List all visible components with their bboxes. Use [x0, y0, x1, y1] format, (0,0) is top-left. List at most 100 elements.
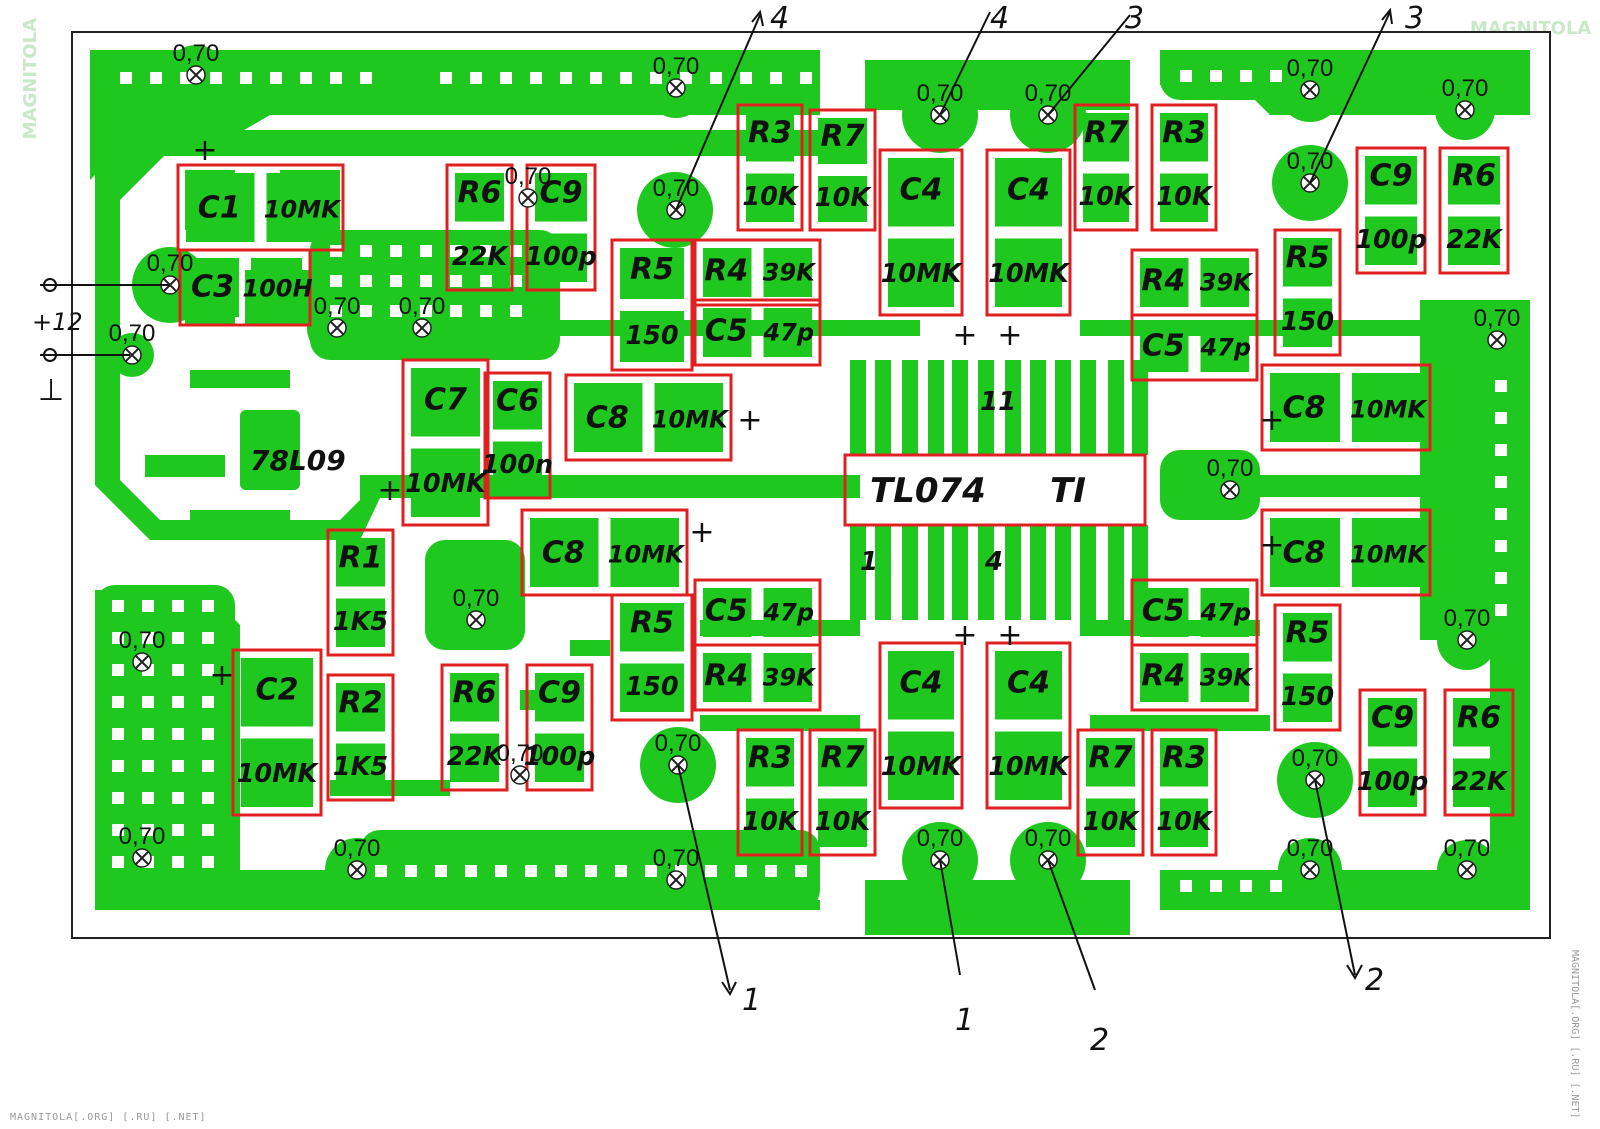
pad [763, 308, 812, 357]
drill-hole: 0,70 [119, 627, 165, 672]
pad [574, 383, 643, 452]
grid-hole [112, 600, 124, 612]
component-outline [1358, 688, 1427, 817]
grid-hole [360, 245, 372, 257]
grid-hole [1495, 444, 1507, 456]
grid-hole [390, 275, 402, 287]
pad [1365, 156, 1417, 205]
grid-hole [112, 760, 124, 772]
hole-size-label: 0,70 [1287, 55, 1334, 82]
drill-hole: 0,70 [173, 40, 219, 85]
drill-hole: 0,70 [653, 175, 699, 220]
hole-cross [135, 851, 149, 865]
pad [493, 381, 542, 430]
pad [654, 383, 723, 452]
hole-size-label: 0,70 [1287, 148, 1334, 175]
grid-hole [375, 865, 387, 877]
pad [818, 176, 867, 222]
hole-cross [669, 873, 683, 887]
component-value: 150 [625, 321, 678, 351]
drill-hole: 0,70 [1444, 835, 1490, 880]
component-outline [326, 673, 395, 802]
grid-hole [112, 792, 124, 804]
pad [1200, 653, 1249, 702]
pad [1448, 156, 1500, 205]
component-value: 10K [1156, 807, 1213, 837]
component-ref: C5 [1142, 593, 1185, 628]
component-ref: C9 [1371, 701, 1414, 736]
pad [746, 173, 794, 222]
component-outline [1130, 643, 1259, 712]
grid-hole [710, 72, 722, 84]
output-label-3b: 3 [1405, 1, 1424, 36]
component-c4 [878, 641, 964, 810]
plus-mark: + [952, 318, 977, 353]
drill-hole: 0,70 [1287, 55, 1334, 100]
grid-hole [112, 696, 124, 708]
component-ref: C9 [1370, 159, 1413, 194]
component-ref: R4 [1141, 658, 1185, 693]
component-outline [1150, 103, 1218, 232]
hole-size-label: 0,70 [314, 293, 361, 320]
pad [995, 158, 1062, 227]
component-ref: C4 [900, 173, 943, 208]
component-r3 [1150, 728, 1218, 857]
ic-pin-left: 1 [860, 547, 878, 577]
power-plus-terminal [43, 278, 57, 292]
pad [450, 673, 499, 722]
component-value: 22K [452, 242, 509, 272]
component-outline [326, 528, 395, 657]
grid-hole [495, 865, 507, 877]
drill-hole: 0,70 [1287, 835, 1333, 880]
ic-label: TL074 [870, 471, 986, 511]
grid-hole [650, 72, 662, 84]
component-ref: R3 [1162, 116, 1206, 151]
grid-hole [270, 72, 282, 84]
pad [336, 538, 385, 587]
hole-cross [513, 768, 527, 782]
pad [493, 441, 542, 490]
grid-hole [172, 760, 184, 772]
pad [1283, 613, 1332, 662]
component-r6 [445, 163, 514, 292]
component-value: 10K [742, 807, 799, 837]
hole-size-label: 0,70 [1292, 745, 1339, 772]
output-label-4b: 4 [990, 1, 1009, 36]
grid-hole [560, 72, 572, 84]
grid-hole [420, 305, 432, 317]
grid-hole [435, 865, 447, 877]
component-ref: C6 [496, 384, 539, 419]
component-ref: C8 [586, 401, 629, 436]
component-ref: R5 [630, 606, 674, 641]
component-c9 [1358, 688, 1427, 817]
drill-hole: 0,70 [1207, 455, 1253, 500]
output-label-3a: 3 [1125, 1, 1144, 36]
hole-cross [1303, 863, 1317, 877]
component-outline [610, 593, 694, 722]
component-value: 39K [1200, 663, 1254, 691]
hole-cross [1458, 103, 1472, 117]
component-c4 [878, 148, 964, 317]
grid-hole [1495, 380, 1507, 392]
component-value: 150 [1281, 682, 1334, 712]
component-c9 [525, 163, 597, 292]
pad [1160, 798, 1208, 847]
plus-mark: + [689, 515, 714, 550]
footer-text: MAGNITOLA[.ORG] [.RU] [.NET] [10, 1112, 207, 1123]
pad [1283, 673, 1332, 722]
pad [1160, 113, 1208, 162]
pad [1352, 373, 1422, 442]
drill-hole: 0,70 [314, 293, 361, 338]
component-r7 [1073, 103, 1139, 232]
grid-hole [530, 72, 542, 84]
grid-hole [390, 245, 402, 257]
pad [888, 238, 954, 307]
grid-hole [1180, 70, 1192, 82]
annotation-arrows [40, 7, 1393, 996]
grid-hole [1495, 508, 1507, 520]
pad [1365, 216, 1417, 265]
pad [411, 448, 480, 517]
component-value: 22K [1446, 225, 1503, 255]
grid-hole [1495, 572, 1507, 584]
component-ref: C5 [705, 593, 748, 628]
